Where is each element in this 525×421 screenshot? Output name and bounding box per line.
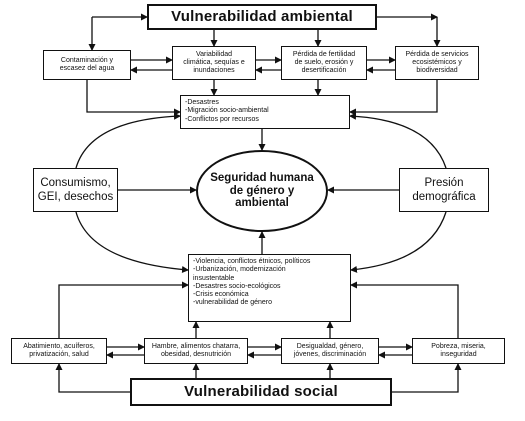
title-vulnerabilidad-ambiental: Vulnerabilidad ambiental: [147, 4, 377, 30]
box-pobreza-miseria: Pobreza, miseria, inseguridad: [412, 338, 505, 364]
list-item: -Urbanización, modernización: [193, 266, 286, 274]
box-desigualdad-genero: Desigualdad, género, jóvenes, discrimina…: [281, 338, 379, 364]
box-contaminacion-agua: Contaminación y escasez del agua: [43, 50, 131, 80]
connector-arrow: [392, 363, 462, 393]
connector-arrow: [55, 363, 130, 393]
list-item: -Migración socio-ambiental: [185, 107, 269, 115]
center-seguridad-humana: Seguridad humana de género y ambiental: [196, 150, 328, 232]
title-vulnerabilidad-social: Vulnerabilidad social: [130, 378, 392, 406]
list-item: insustentable: [193, 274, 235, 282]
box-perdida-servicios: Pérdida de servicios ecosistémicos y bio…: [395, 46, 479, 80]
list-item: -vulnerabilidad de género: [193, 299, 272, 307]
list-item: -Conflictos por recursos: [185, 115, 259, 123]
connector-arrow: [350, 281, 459, 338]
box-desastres-migracion: -Desastres -Migración socio-ambiental -C…: [180, 95, 350, 129]
connector-arrow: [349, 112, 447, 169]
box-violencia-conflictos: -Violencia, conflictos étnicos, político…: [188, 254, 351, 322]
box-presion-demografica: Presión demográfica: [399, 168, 489, 212]
box-hambre-alimentos: Hambre, alimentos chatarra, obesidad, de…: [144, 338, 248, 364]
connector-arrow: [86, 80, 181, 116]
list-item: -Desastres: [185, 99, 219, 106]
connector-arrow: [349, 80, 438, 116]
list-item: -Desastres socio-ecológicos: [193, 282, 281, 290]
connector-arrow: [350, 211, 447, 273]
connector-arrow: [75, 211, 189, 273]
connector-arrow: [75, 112, 181, 169]
box-consumismo: Consumismo, GEI, desechos: [33, 168, 118, 212]
list-item: -Violencia, conflictos étnicos, político…: [193, 258, 311, 265]
box-abatimiento-acuiferos: Abatimiento, acuíferos, privatización, s…: [11, 338, 107, 364]
box-perdida-fertilidad: Pérdida de fertilidad de suelo, erosión …: [281, 46, 367, 80]
box-variabilidad-climatica: Variabilidad climática, sequías e inunda…: [172, 46, 256, 80]
list-item: -Crisis económica: [193, 291, 249, 298]
connector-arrow: [58, 281, 189, 338]
